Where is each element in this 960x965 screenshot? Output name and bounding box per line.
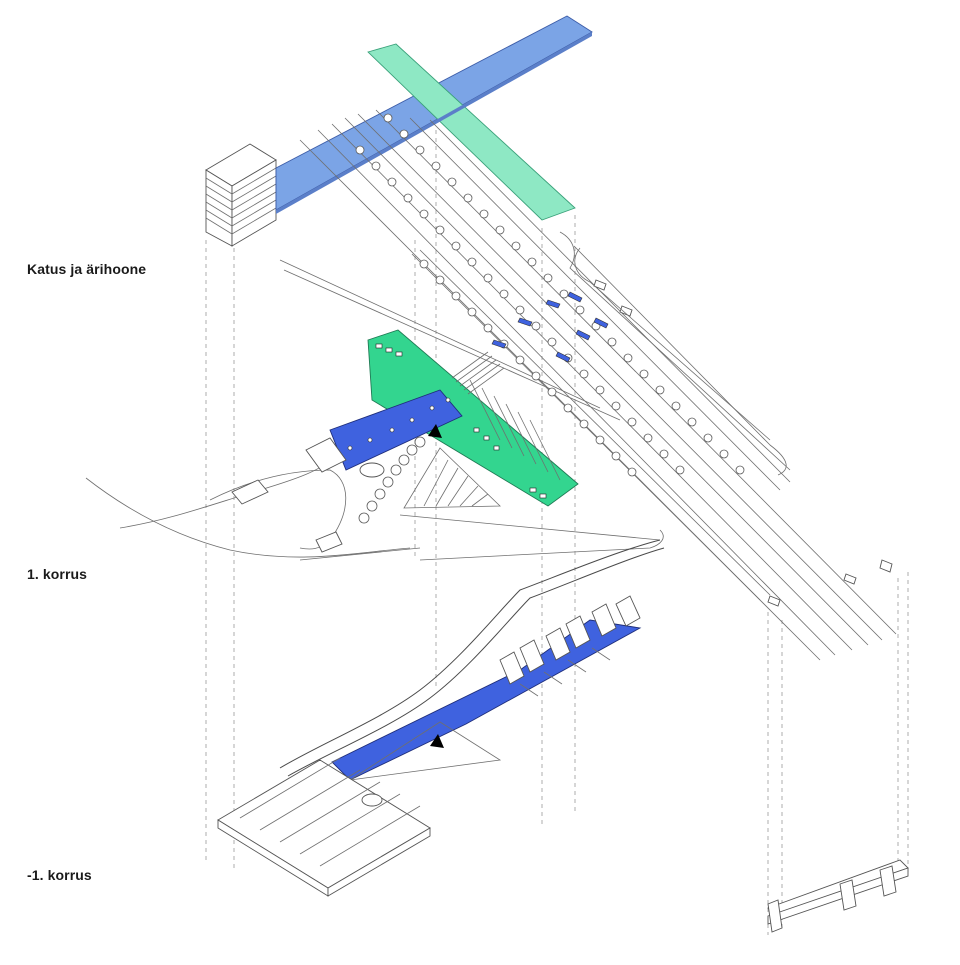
parking-stalls — [469, 379, 561, 481]
basement-stair-ramps — [519, 647, 611, 697]
stairs — [451, 351, 505, 395]
platform-kiosks — [593, 279, 893, 607]
platform-trees — [355, 113, 745, 477]
basement-blue-corridor — [331, 619, 642, 781]
road-edge — [574, 247, 771, 441]
plaza-furniture — [347, 343, 547, 499]
platform-outlines — [279, 231, 791, 476]
parking-hatch — [403, 447, 501, 509]
entrance-arrow — [428, 424, 442, 438]
basement-plaza — [349, 721, 502, 781]
ground-floor-buildings — [231, 437, 385, 553]
ground-floor-level — [85, 329, 664, 561]
roof-level — [205, 15, 897, 661]
basement-parking — [217, 757, 431, 897]
level-label-basement: -1. korrus — [27, 867, 92, 883]
level-label-roof: Katus ja ärihoone — [27, 261, 147, 277]
platform-shelters — [491, 291, 609, 363]
office-building — [205, 143, 277, 247]
basement-stair-cores — [499, 595, 641, 685]
basement-level — [217, 539, 909, 933]
roof-canopy-green — [367, 43, 576, 221]
basement-entrance-arrow — [430, 734, 444, 748]
tunnel-ramp — [279, 539, 665, 777]
level-label-ground-floor: 1. korrus — [27, 566, 88, 582]
basement-east-structure — [767, 859, 909, 933]
ground-floor-green-area — [367, 329, 579, 507]
plaza-trees — [358, 436, 426, 524]
